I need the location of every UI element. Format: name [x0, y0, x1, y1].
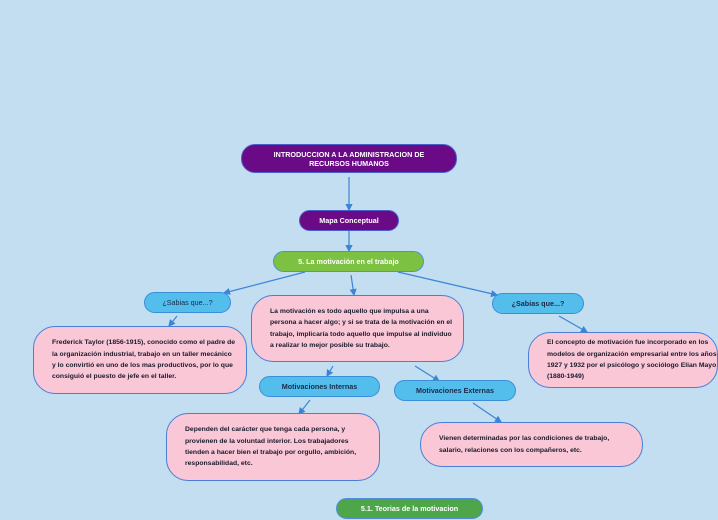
- sabias-que-node-right[interactable]: ¿Sabias que...?: [492, 293, 584, 314]
- connector-motivacion-sabias1: [222, 271, 306, 295]
- sabias-que-label-right: ¿Sabias que...?: [511, 299, 565, 308]
- sabias-que-node-left[interactable]: ¿Sabias que...?: [144, 292, 231, 313]
- internas-description-text: Dependen del carácter que tenga cada per…: [185, 426, 357, 468]
- sabias-que-label-left: ¿Sabias que...?: [162, 298, 213, 307]
- taylor-note-text: Frederick Taylor (1856-1915), conocido c…: [52, 339, 236, 381]
- root-topic-label: INTRODUCCION A LA ADMINISTRACION DE RECU…: [273, 149, 425, 168]
- teorias-motivacion-node[interactable]: 5.1. Teorias de la motivacion: [336, 498, 483, 519]
- connector-lines: [168, 177, 589, 423]
- connector-motivacion-definicion: [349, 274, 357, 297]
- motivaciones-externas-node[interactable]: Motivaciones Externas: [394, 380, 516, 401]
- motivaciones-internas-node[interactable]: Motivaciones Internas: [259, 376, 380, 397]
- motivacion-definicion-text: La motivación es todo aquello que impuls…: [270, 307, 453, 349]
- mapa-conceptual-label: Mapa Conceptual: [319, 216, 379, 225]
- motivacion-definicion-node[interactable]: La motivación es todo aquello que impuls…: [251, 295, 464, 362]
- root-topic-node[interactable]: INTRODUCCION A LA ADMINISTRACION DE RECU…: [241, 144, 457, 173]
- motivaciones-externas-label: Motivaciones Externas: [416, 386, 494, 395]
- externas-description-node[interactable]: Vienen determinadas por las condiciones …: [420, 422, 643, 467]
- connector-externas-desc: [472, 402, 502, 423]
- connector-definicion-internas: [326, 365, 334, 378]
- motivaciones-internas-label: Motivaciones Internas: [281, 382, 358, 391]
- mapa-conceptual-node[interactable]: Mapa Conceptual: [299, 210, 399, 231]
- connector-sabias2-mayo: [558, 315, 589, 333]
- connector-internas-desc: [298, 399, 311, 415]
- motivacion-trabajo-node[interactable]: 5. La motivación en el trabajo: [273, 251, 424, 272]
- motivacion-trabajo-label: 5. La motivación en el trabajo: [298, 257, 399, 266]
- mayo-note-node[interactable]: El concepto de motivación fue incorporad…: [528, 332, 718, 388]
- teorias-motivacion-label: 5.1. Teorias de la motivacion: [360, 504, 459, 513]
- externas-description-text: Vienen determinadas por las condiciones …: [439, 435, 610, 454]
- connector-definicion-externas: [414, 365, 441, 382]
- connector-motivacion-sabias2: [397, 271, 499, 298]
- internas-description-node[interactable]: Dependen del carácter que tenga cada per…: [166, 413, 380, 481]
- mayo-note-text: El concepto de motivación fue incorporad…: [547, 339, 717, 381]
- connector-sabias1-taylor: [168, 315, 178, 327]
- taylor-note-node[interactable]: Frederick Taylor (1856-1915), conocido c…: [33, 326, 247, 394]
